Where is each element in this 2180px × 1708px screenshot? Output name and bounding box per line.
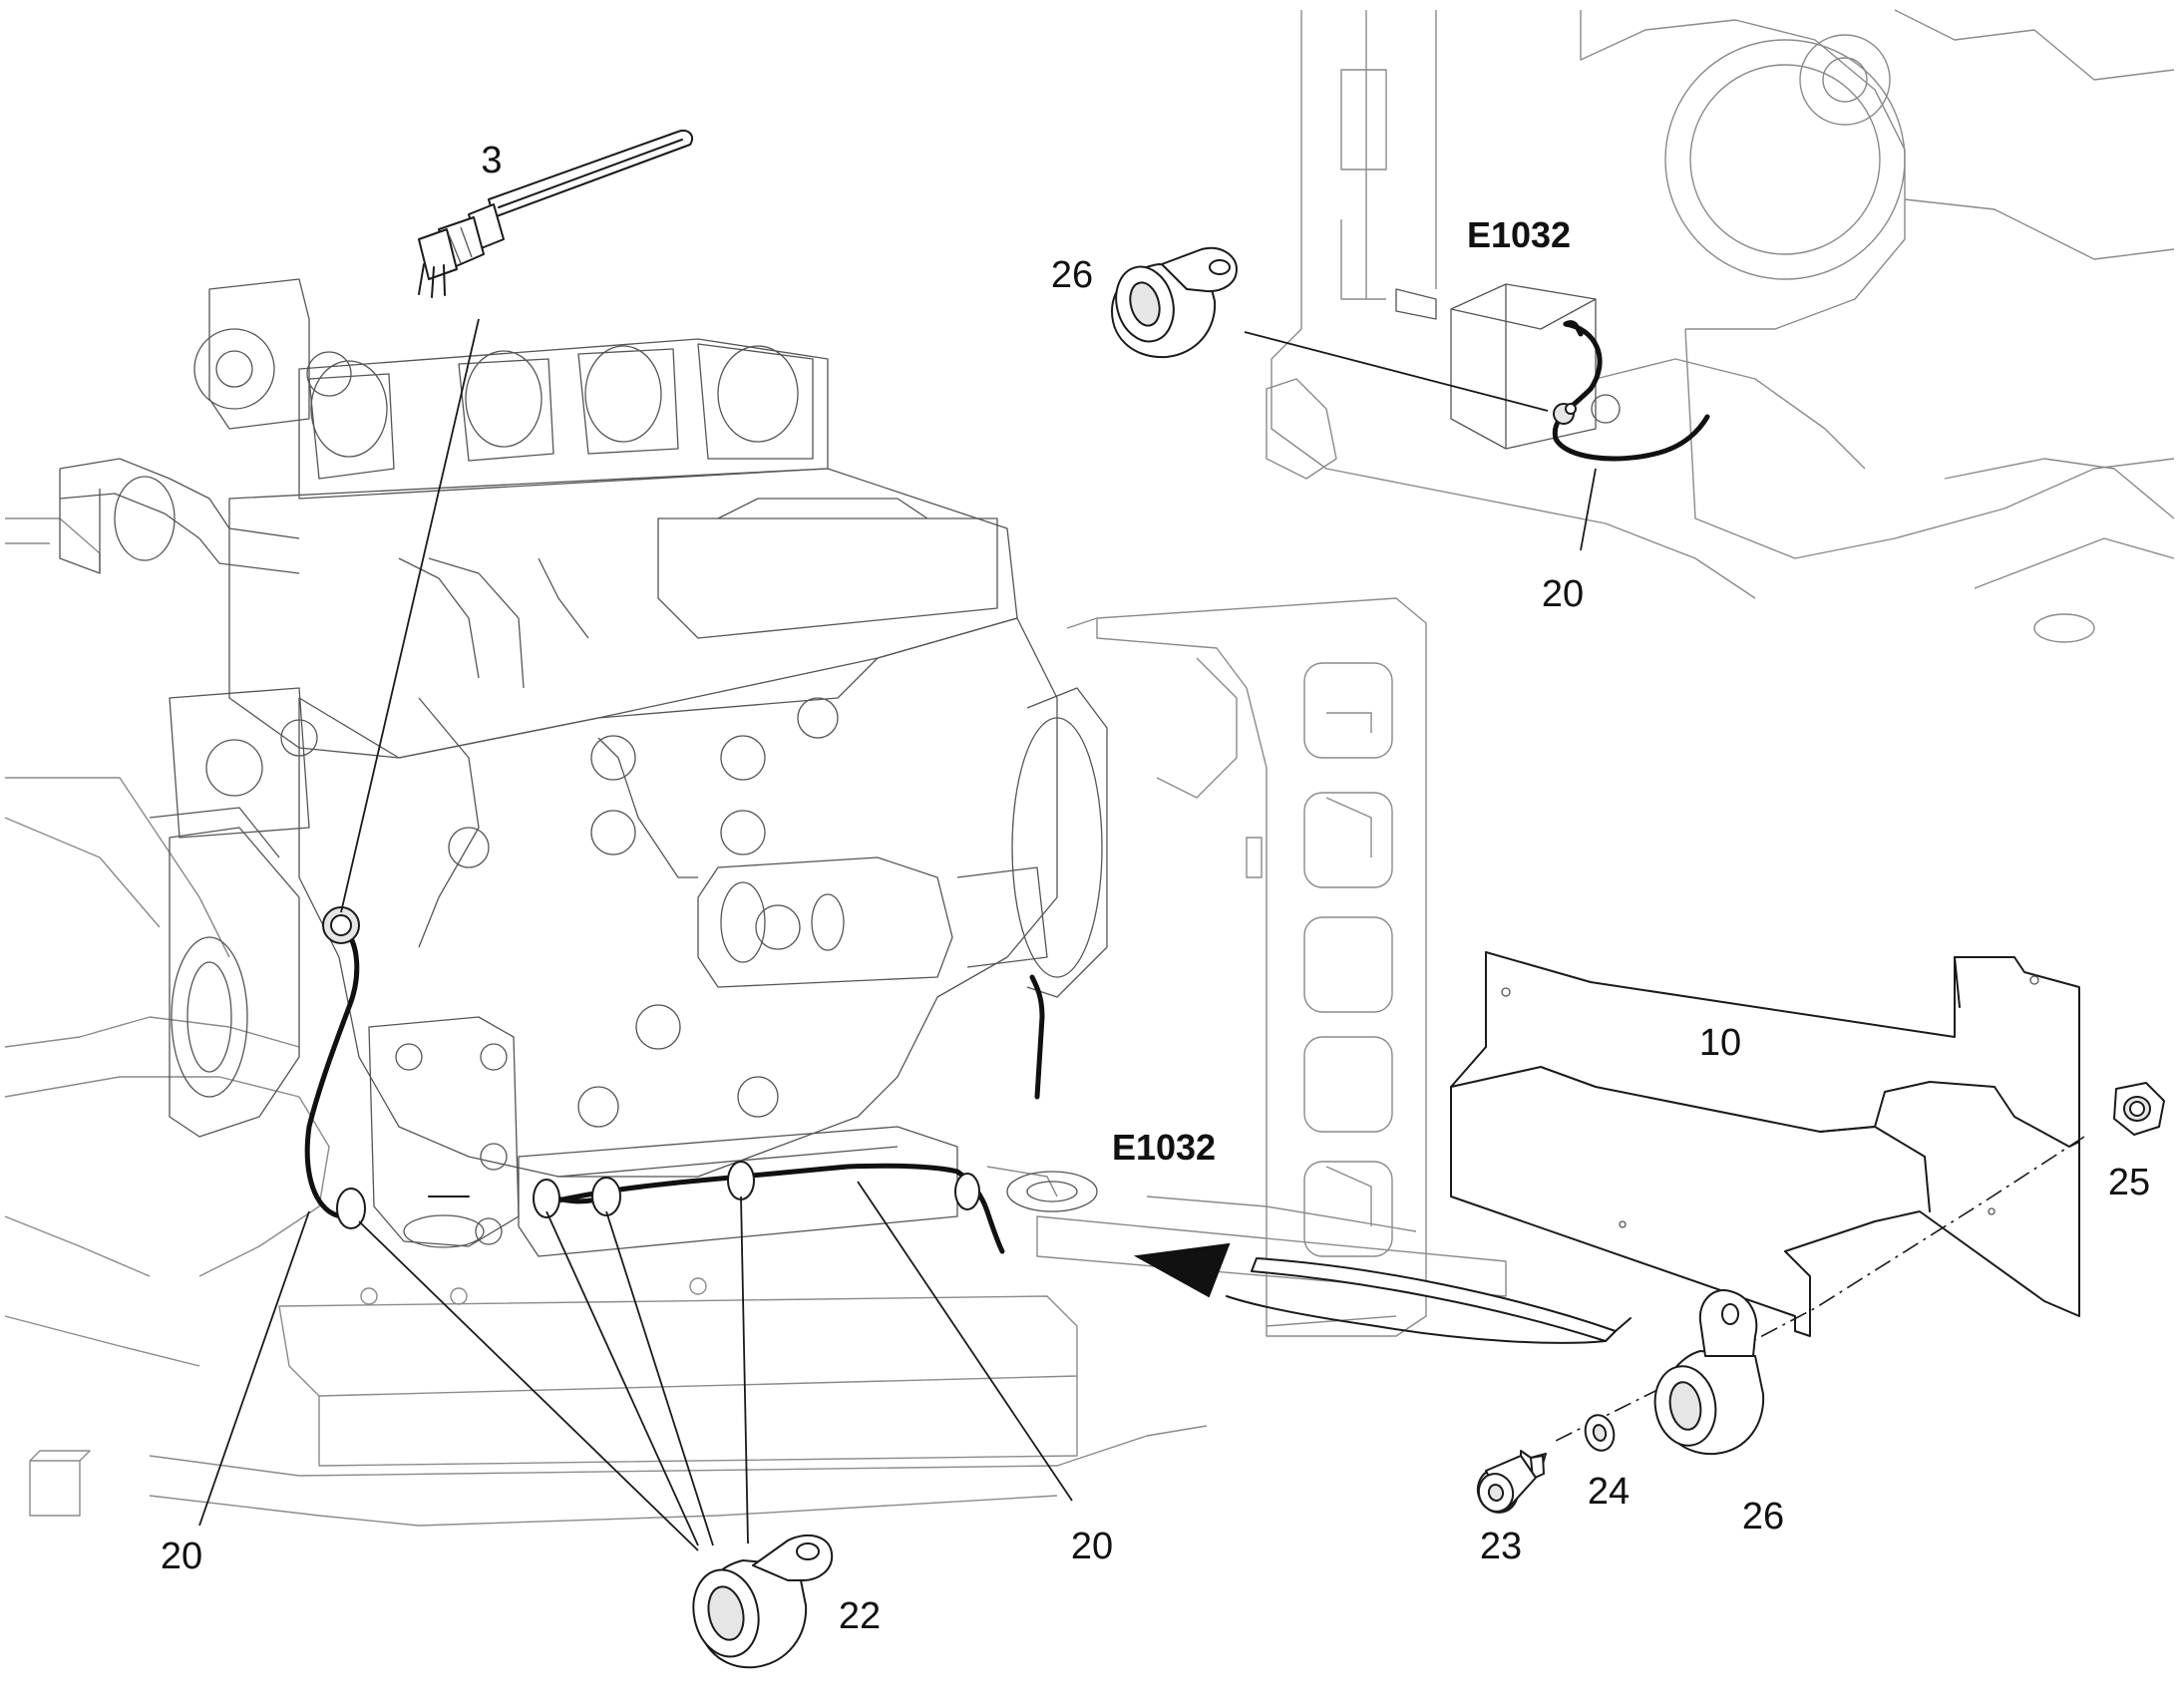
reference-main-view: E1032 xyxy=(1112,1127,1216,1168)
machine-base-frame xyxy=(4,517,1507,1527)
callout-screw: 23 xyxy=(1480,1526,1522,1567)
p-clamp-icon xyxy=(1111,246,1238,359)
heat-shield-part xyxy=(1450,951,2080,1337)
callout-harness-mid: 20 xyxy=(1071,1526,1113,1567)
callout-harness-detail: 20 xyxy=(1542,573,1584,615)
p-clamp-icon-lower xyxy=(1653,1289,1765,1456)
frame-upright xyxy=(1066,597,1427,1337)
engine-assembly xyxy=(59,278,1108,1257)
cap-screw-icon xyxy=(1476,1450,1547,1514)
callout-clamp-shield: 26 xyxy=(1742,1496,1784,1537)
flat-washer-icon xyxy=(1584,1414,1616,1452)
leader-harness-detail xyxy=(1580,468,1597,551)
leader-lines xyxy=(198,318,1073,1551)
engine-harness xyxy=(304,906,1045,1254)
callout-harness-left: 20 xyxy=(161,1536,202,1577)
reference-detail-view: E1032 xyxy=(1467,214,1571,255)
view-direction-arrow-icon xyxy=(1133,1242,1632,1344)
callout-nut: 25 xyxy=(2108,1162,2150,1203)
p-clamp-icon-22 xyxy=(692,1534,834,1669)
hex-nut-icon xyxy=(2113,1082,2165,1136)
detail-view-frame xyxy=(1266,9,2175,643)
detail-harness xyxy=(1552,320,1710,462)
callout-washer: 24 xyxy=(1588,1471,1630,1513)
callout-shield: 10 xyxy=(1699,1022,1741,1064)
temperature-sensor-icon xyxy=(418,130,694,298)
leader-clamp-detail xyxy=(1244,331,1549,412)
callout-sensor: 3 xyxy=(481,140,502,181)
callout-clamps-lower: 22 xyxy=(839,1595,881,1637)
callout-clamp-detail: 26 xyxy=(1051,254,1093,296)
